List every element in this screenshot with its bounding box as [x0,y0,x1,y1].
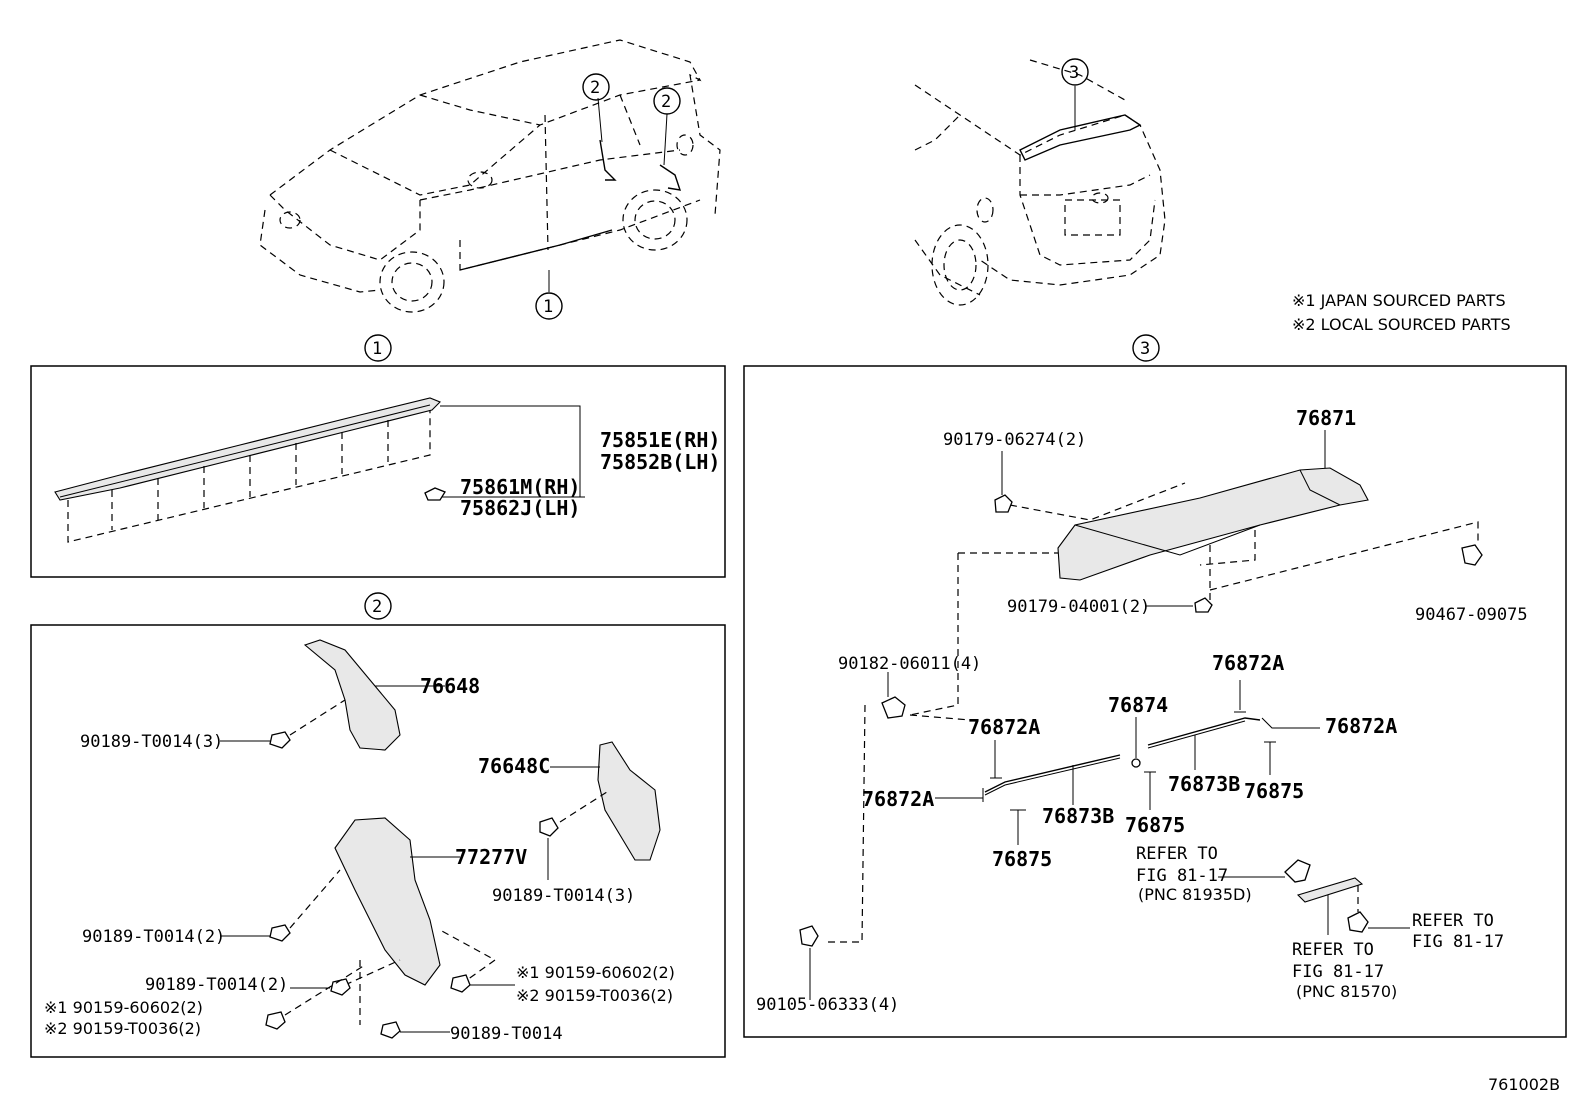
ref2-line3: (PNC 81570) [1296,982,1397,1001]
nut-90182 [881,696,906,719]
ref2-line1: REFER TO [1292,940,1374,960]
part-76873b-2: 76873B [1168,772,1240,796]
svg-text:3: 3 [1069,63,1079,83]
rail-left-76873b [982,754,1121,802]
mudguard-76648 [303,639,401,751]
vehicle-rear-view [914,59,1166,306]
part-77277v: 77277V [455,845,527,869]
fastener-90179-06274: 90179-06274(2) [943,430,1086,450]
bolt-left [265,1011,286,1030]
rail-right-76873b [1147,717,1261,749]
fastener-f1: 90189-T0014(3) [80,732,223,752]
lamp-bolt [1347,911,1369,933]
mudguard-76648c [597,741,661,861]
clip-c [269,924,291,942]
bolt-90105 [799,925,819,947]
legend-note-local: ※2 LOCAL SOURCED PARTS [1292,315,1511,334]
part-76874: 76874 [1108,693,1168,717]
ref1-line2: FIG 81-17 [1136,866,1228,886]
part-76875-1: 76875 [992,847,1052,871]
part-76872a-4: 76872A [1325,714,1397,738]
fastener-j1b: ※2 90159-T0036(2) [516,986,673,1005]
legend-note-japan: ※1 JAPAN SOURCED PARTS [1292,291,1506,310]
panel-1-frame [30,365,726,578]
fastener-f4: 90189-T0014(2) [145,975,288,995]
fastener-90105-06333: 90105-06333(4) [756,995,899,1015]
fastener-90467-09075: 90467-09075 [1415,605,1528,625]
bolt-right [450,974,471,993]
fastener-j1a: ※1 90159-60602(2) [516,963,675,982]
fastener-f5: 90189-T0014 [450,1024,563,1044]
part-76648c: 76648C [478,754,550,778]
fastener-90179-04001: 90179-04001(2) [1007,597,1150,617]
callout-3-car: 3 [1061,58,1089,86]
fender-liner-77277v [334,817,441,986]
part-76872a-2: 76872A [862,787,934,811]
clip-d [330,978,351,996]
clip-b [539,817,559,837]
callout-1-label: 1 [543,297,553,317]
molding-clip [424,487,446,501]
panel-2-frame [30,624,726,1058]
ref3-line2: FIG 81-17 [1412,932,1504,952]
spoiler-76871 [1057,467,1369,581]
part-76871: 76871 [1296,406,1356,430]
part-75852b: 75852B(LH) [600,450,720,474]
part-76648: 76648 [420,674,480,698]
clip-a [269,731,291,749]
clip-e [380,1021,401,1039]
part-76872a-3: 76872A [1212,651,1284,675]
section-callout-2: 2 [364,592,392,620]
fastener-90182-06011: 90182-06011(4) [838,654,981,674]
part-76875-3: 76875 [1244,779,1304,803]
callout-2-car-a: 2 [582,73,610,101]
fastener-f2: 90189-T0014(3) [492,886,635,906]
svg-text:3: 3 [1140,339,1150,359]
svg-text:1: 1 [372,339,382,359]
part-75862j: 75862J(LH) [460,496,580,520]
part-76874-ball [1131,758,1141,768]
ref1-line1: REFER TO [1136,844,1218,864]
part-76872a-1: 76872A [968,715,1040,739]
section-callout-1: 1 [364,334,392,362]
fastener-j2b: ※2 90159-T0036(2) [44,1019,201,1038]
harness-clip [1284,859,1311,883]
nut-90179-b [1194,597,1213,613]
figure-id: 761002B [1488,1075,1560,1094]
panel-3-frame [743,365,1567,1038]
stop-lamp [1296,877,1364,903]
fastener-f3: 90189-T0014(2) [82,927,225,947]
part-75851e: 75851E(RH) [600,428,720,452]
svg-text:2: 2 [661,92,671,112]
part-76873b-1: 76873B [1042,804,1114,828]
section-callout-3: 3 [1132,334,1160,362]
part-75861m: 75861M(RH) [460,475,580,499]
ref2-line2: FIG 81-17 [1292,962,1384,982]
ref1-line3: (PNC 81935D) [1138,885,1252,904]
part-76875-2: 76875 [1125,813,1185,837]
svg-text:2: 2 [590,78,600,98]
svg-text:2: 2 [372,597,382,617]
callout-1-car: 1 [535,292,563,320]
ref3-line1: REFER TO [1412,911,1494,931]
vehicle-front-view [259,39,721,313]
callout-2-car-b: 2 [653,87,681,115]
clip-90467 [1461,544,1483,566]
rocker-molding-part [54,397,441,543]
nut-90179-a [994,494,1013,513]
fastener-j2a: ※1 90159-60602(2) [44,998,203,1017]
